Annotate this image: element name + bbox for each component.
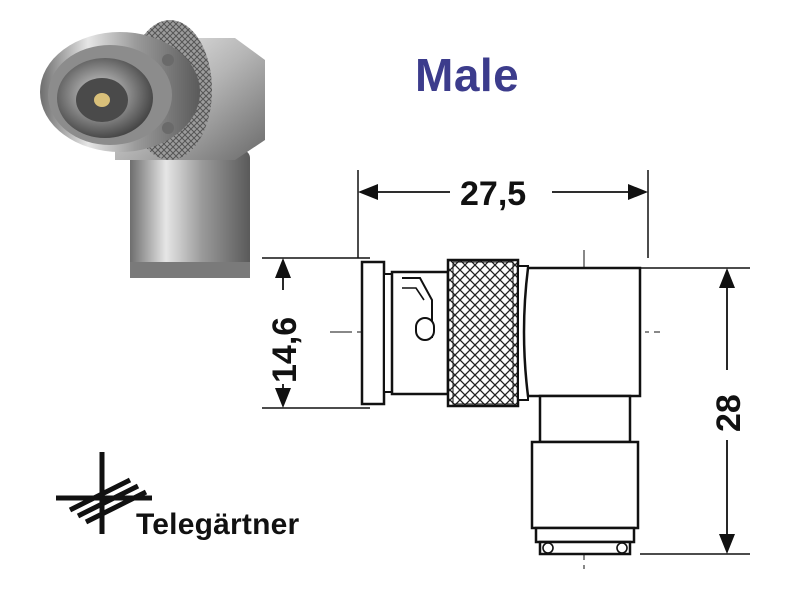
brand-name: Telegärtner	[136, 508, 300, 541]
telegartner-logo-icon	[56, 452, 152, 534]
dimension-diameter-label: 14,6	[266, 317, 304, 383]
connector-photo	[40, 20, 265, 278]
dimension-length-label: 27,5	[460, 175, 526, 213]
dimension-height-label: 28	[710, 394, 748, 432]
page-title: Male	[415, 49, 520, 101]
